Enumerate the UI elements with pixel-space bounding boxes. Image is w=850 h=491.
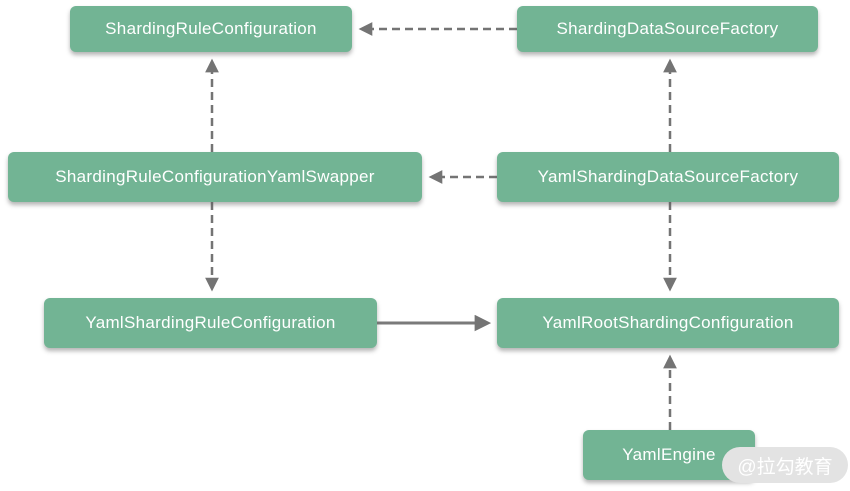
- node-sharding-rule-configuration: ShardingRuleConfiguration: [70, 6, 352, 52]
- watermark-badge: @拉勾教育: [722, 447, 848, 483]
- node-label: ShardingRuleConfiguration: [105, 19, 317, 38]
- node-label: ShardingRuleConfigurationYamlSwapper: [55, 167, 375, 186]
- node-yaml-sharding-rule-configuration: YamlShardingRuleConfiguration: [44, 298, 377, 348]
- watermark-text: @拉勾教育: [737, 456, 833, 478]
- node-label: YamlShardingRuleConfiguration: [85, 313, 336, 332]
- node-label: YamlShardingDataSourceFactory: [537, 167, 799, 186]
- node-label: YamlRootShardingConfiguration: [542, 313, 794, 332]
- node-yaml-sharding-data-source-factory: YamlShardingDataSourceFactory: [497, 152, 839, 202]
- node-sharding-data-source-factory: ShardingDataSourceFactory: [517, 6, 818, 52]
- node-label: YamlEngine: [622, 445, 716, 464]
- node-yaml-root-sharding-configuration: YamlRootShardingConfiguration: [497, 298, 839, 348]
- node-label: ShardingDataSourceFactory: [556, 19, 779, 38]
- node-sharding-rule-configuration-yaml-swapper: ShardingRuleConfigurationYamlSwapper: [8, 152, 422, 202]
